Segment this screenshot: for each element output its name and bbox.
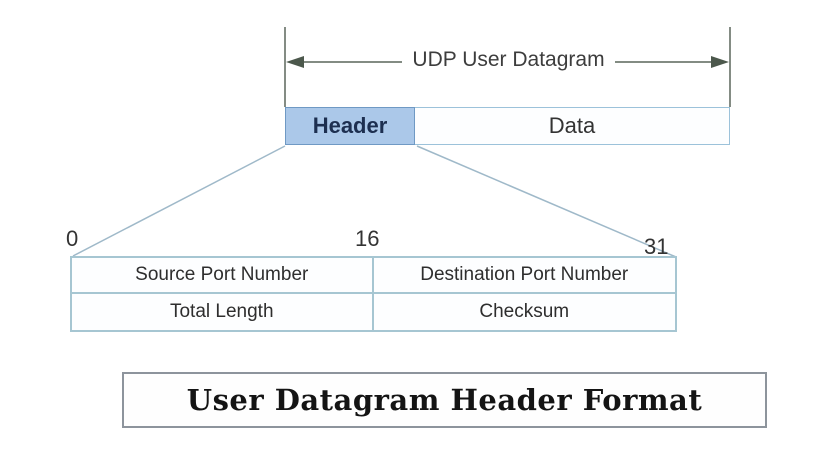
arrowhead-left-icon — [286, 56, 304, 68]
expansion-line-left — [72, 145, 286, 257]
expansion-line-right — [416, 145, 677, 258]
caption-box: User Datagram Header Format — [122, 372, 767, 428]
bit-marker-16: 16 — [355, 226, 380, 251]
bit-marker-31: 31 — [644, 234, 669, 259]
data-segment: Data — [414, 107, 730, 145]
caption-title: User Datagram Header Format — [186, 383, 703, 417]
table-cell-total-length: Total Length — [72, 294, 374, 330]
arrowhead-right-icon — [711, 56, 729, 68]
table-cell-source-port: Source Port Number — [72, 258, 374, 294]
header-segment: Header — [285, 107, 415, 145]
header-format-table: Source Port Number Destination Port Numb… — [70, 256, 677, 332]
header-segment-label: Header — [312, 113, 388, 138]
bit-marker-0: 0 — [66, 226, 79, 251]
table-cell-destination-port: Destination Port Number — [373, 258, 675, 294]
data-segment-label: Data — [548, 113, 596, 138]
table-cell-checksum: Checksum — [479, 301, 570, 322]
